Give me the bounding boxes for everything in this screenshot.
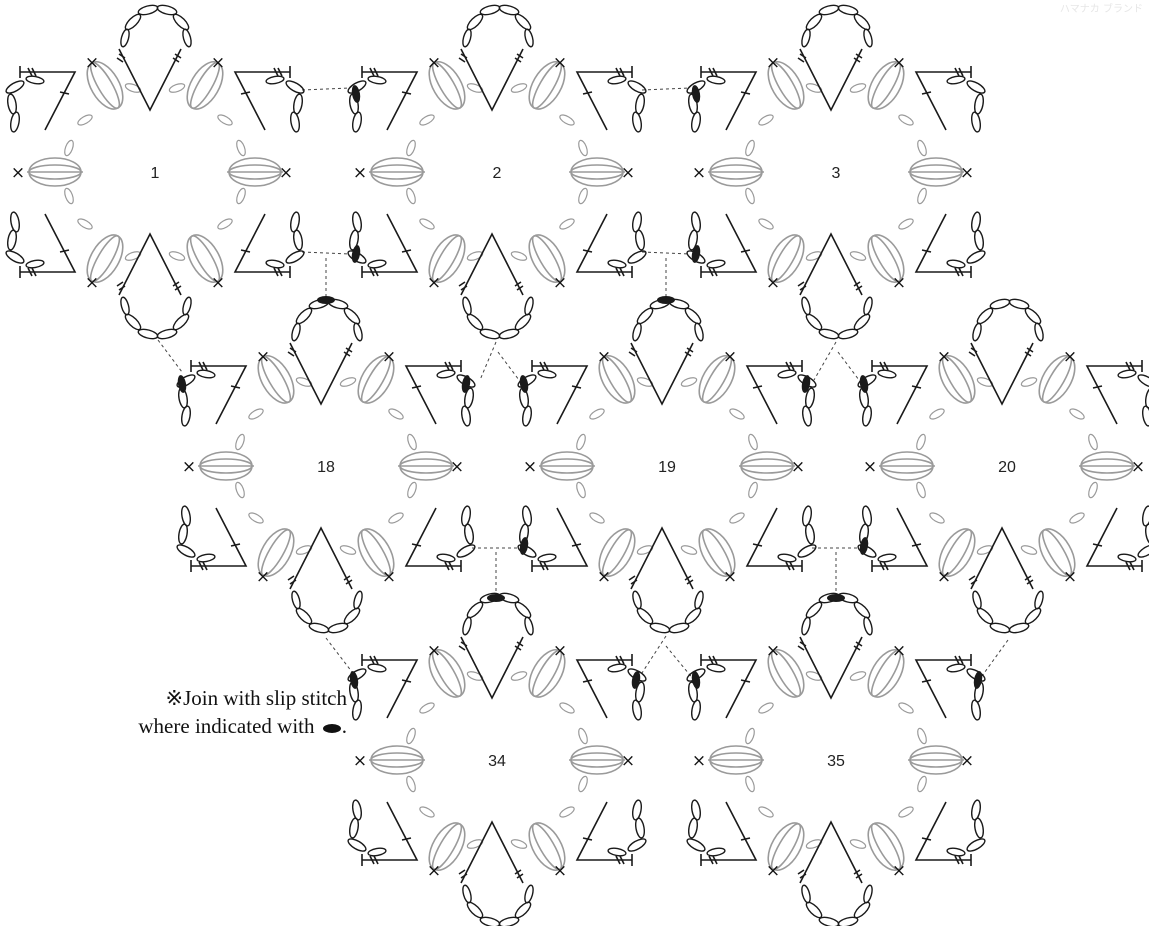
slip-stitch-join-dot xyxy=(690,244,701,263)
motif-number-label: 3 xyxy=(832,165,841,182)
motif-number-label: 18 xyxy=(317,459,335,476)
motif-number-label: 34 xyxy=(488,753,506,770)
hexagon-motif-20: 20 xyxy=(856,298,1149,635)
slip-stitch-join-dot xyxy=(350,84,361,103)
note-line-2: where indicated with xyxy=(138,714,319,738)
hexagon-motif-19: 19 xyxy=(516,298,817,635)
hexagon-motif-18: 18 xyxy=(175,298,476,635)
motif-number-label: 20 xyxy=(998,459,1016,476)
slip-stitch-join-dot xyxy=(487,594,505,602)
join-instruction-note: ※Join with slip stitch where indicated w… xyxy=(42,684,347,740)
brand-watermark: ハマナカ ブランド xyxy=(1060,0,1143,15)
slip-stitch-join-dot xyxy=(630,670,641,689)
slip-stitch-join-dot xyxy=(460,374,471,393)
slip-stitch-join-dot xyxy=(317,296,335,304)
motif-number-label: 2 xyxy=(493,165,502,182)
motif-number-label: 35 xyxy=(827,753,845,770)
hexagon-motif-3: 3 xyxy=(685,4,986,341)
hexagon-motif-2: 2 xyxy=(346,4,647,341)
hexagon-motif-1: 1 xyxy=(4,4,305,341)
motif-grid: 1 2 3 18 19 20 34 35 xyxy=(4,4,1149,926)
note-period: . xyxy=(342,714,347,738)
slip-stitch-join-dot xyxy=(350,244,361,263)
note-line-1: ※Join with slip stitch xyxy=(165,686,347,710)
motif-number-label: 19 xyxy=(658,459,676,476)
motif-number-label: 1 xyxy=(151,165,160,182)
slip-stitch-join-dot xyxy=(657,296,675,304)
hexagon-motif-35: 35 xyxy=(685,592,986,926)
slip-stitch-join-dot xyxy=(690,84,701,103)
slip-stitch-join-dot xyxy=(972,670,983,689)
slip-stitch-join-dot xyxy=(827,594,845,602)
slip-stitch-dot-icon xyxy=(323,724,341,733)
hexagon-motif-34: 34 xyxy=(346,592,647,926)
